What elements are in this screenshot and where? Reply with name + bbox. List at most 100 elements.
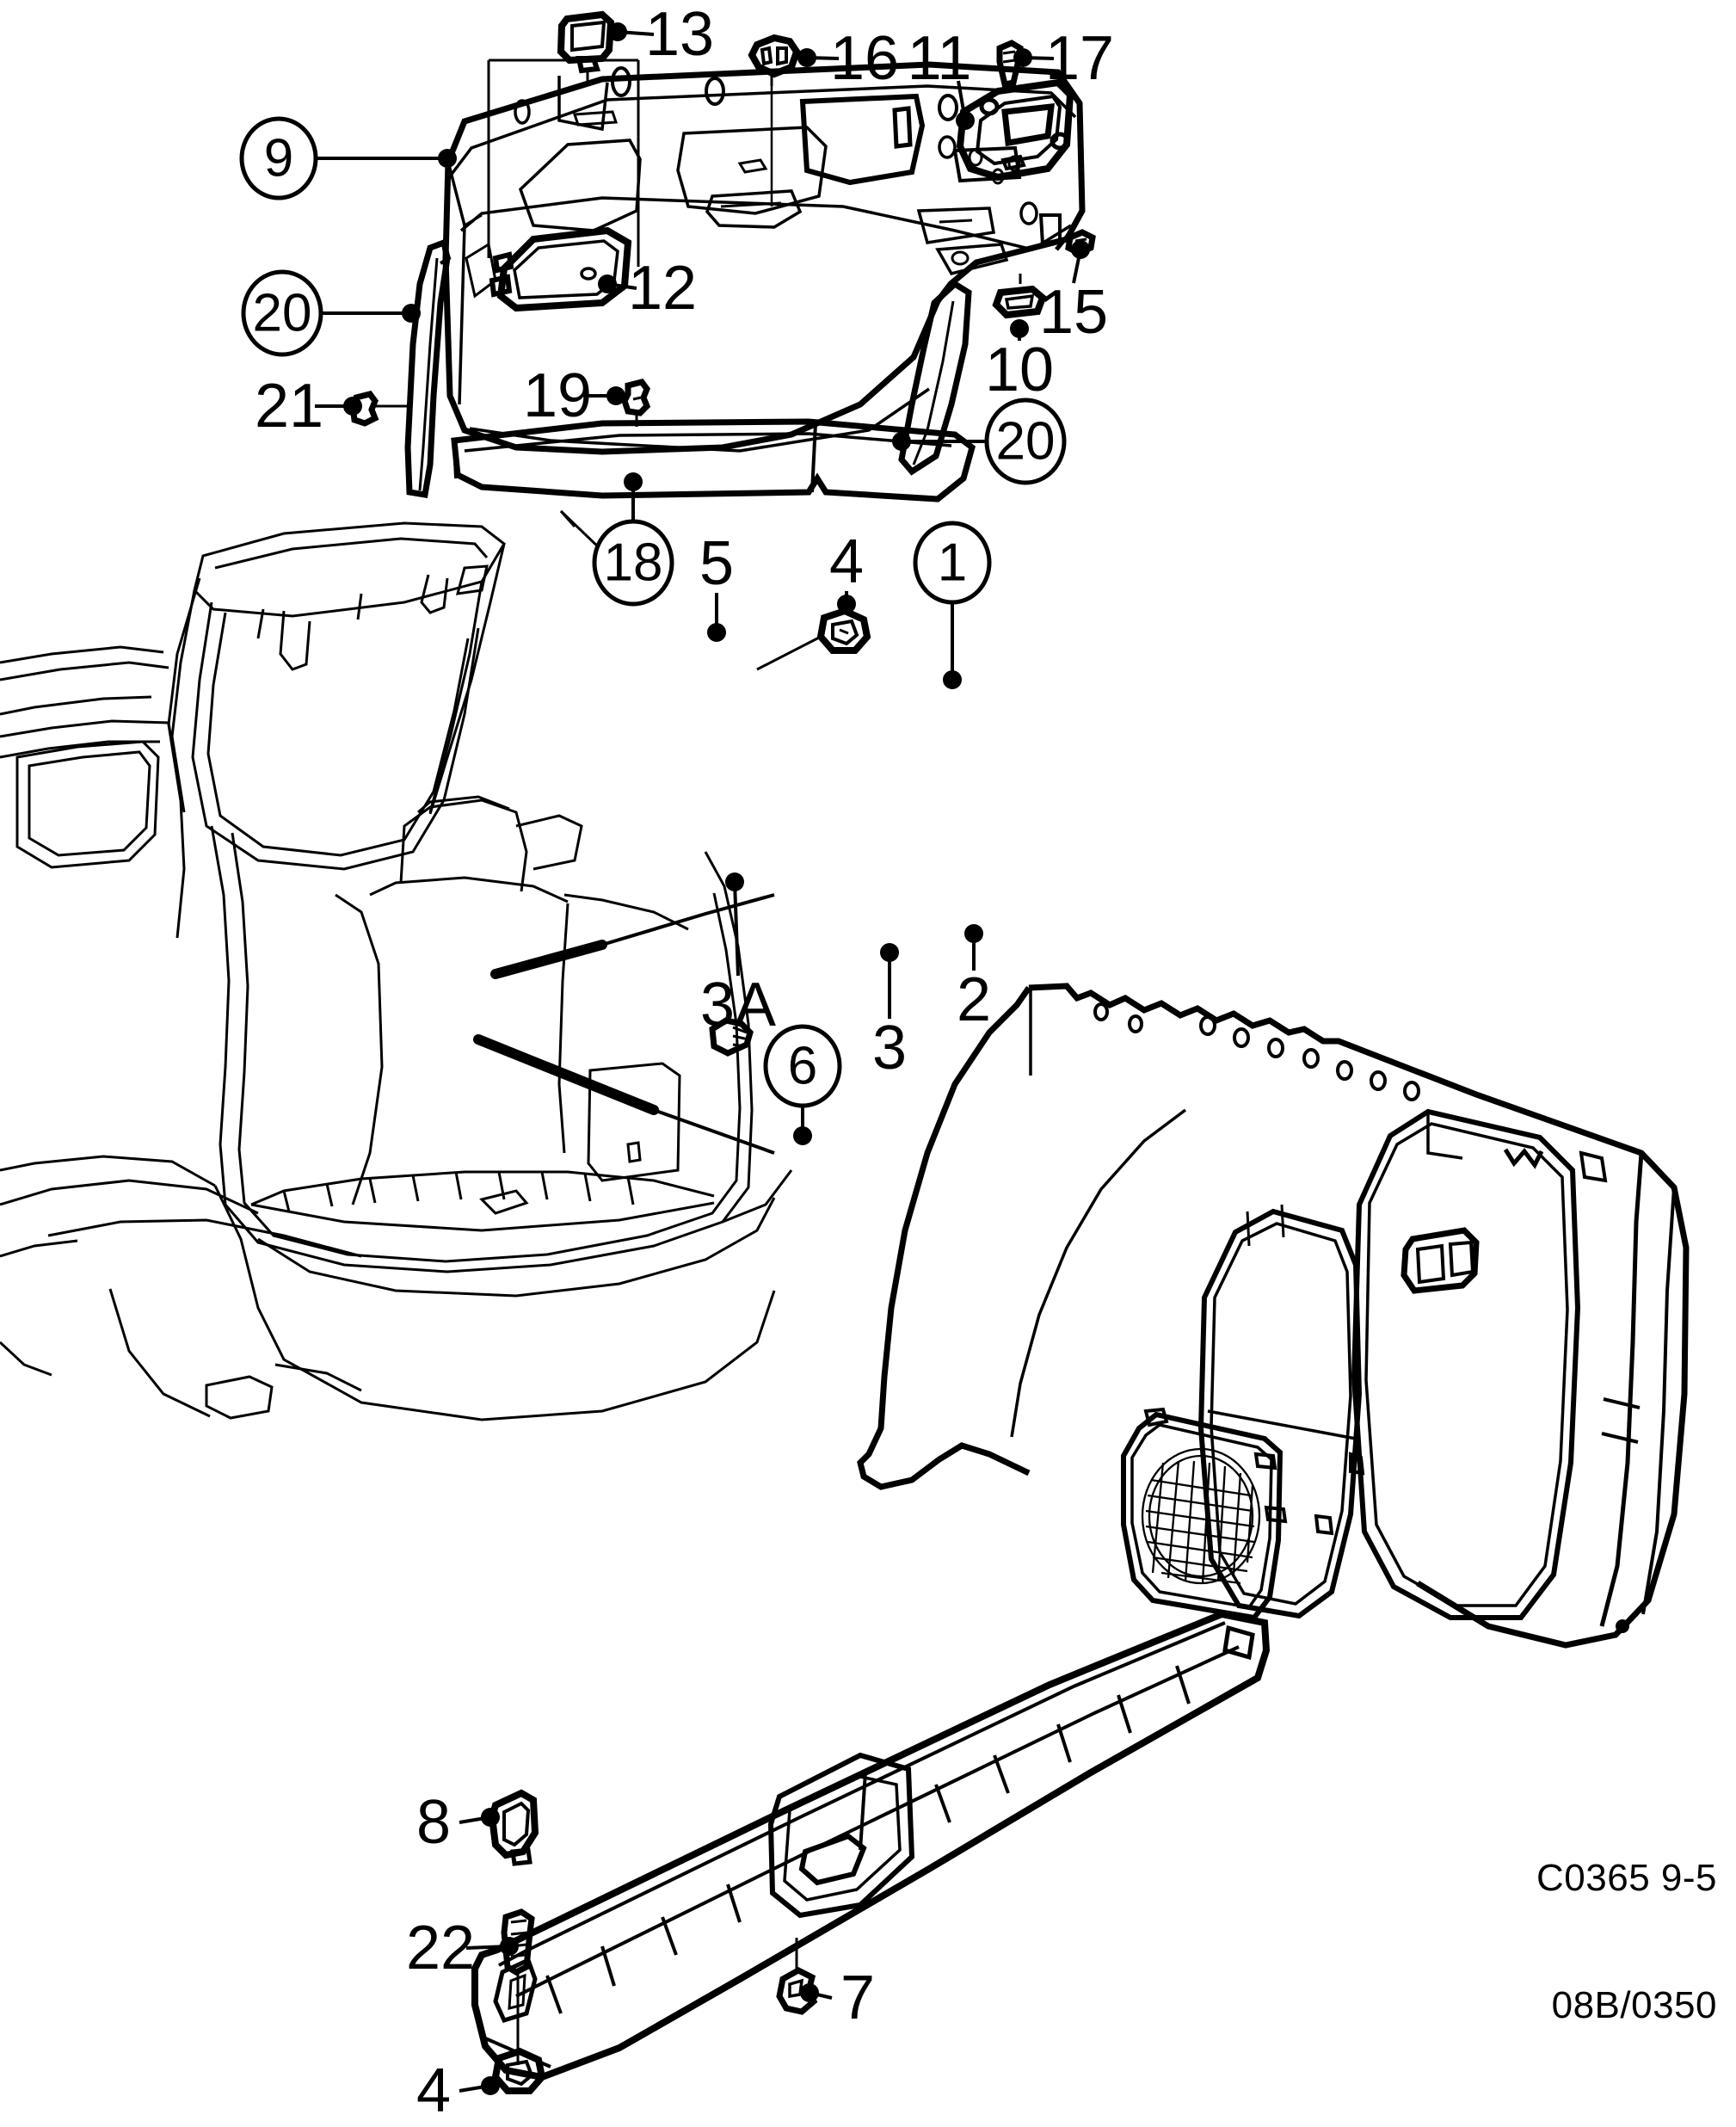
leader-line	[733, 881, 740, 977]
callout-label: 20	[996, 412, 1056, 472]
footer-drawing-number: C0365 9-5	[1536, 1857, 1717, 1900]
leader-dot	[725, 872, 744, 891]
part-screw-22	[501, 1908, 535, 2065]
callout-11[interactable]: 11	[908, 24, 975, 130]
callout-17[interactable]: 17	[1013, 24, 1114, 93]
footer-section-number: 08B/0350	[1551, 1984, 1717, 2027]
callout-label: 2	[957, 965, 991, 1034]
callout-circle	[592, 519, 674, 607]
part-grommet-15	[1065, 229, 1096, 256]
part-tailgate-handle-trim-11	[956, 78, 1074, 182]
callout-6[interactable]: 6	[763, 1024, 842, 1145]
callout-15[interactable]: 15	[1039, 240, 1108, 347]
callout-9[interactable]: 9	[239, 116, 457, 200]
part-screw-5-body	[709, 1017, 754, 1057]
callout-5[interactable]: 5	[699, 529, 734, 642]
leader-dot	[964, 924, 983, 943]
leader-dot	[481, 2076, 500, 2095]
callout-label: 17	[1045, 24, 1114, 93]
callout-1[interactable]: 1	[913, 521, 992, 689]
callout-circle	[763, 1024, 842, 1108]
leader-dot	[1071, 240, 1090, 259]
callout-16[interactable]: 16	[797, 24, 899, 93]
callout-label: 9	[264, 129, 293, 188]
part-speaker-grille-cover	[1121, 1407, 1288, 1621]
callout-19[interactable]: 19	[523, 361, 625, 430]
part-tailgate-side-trim-left	[404, 238, 452, 499]
callout-label: 7	[840, 1964, 875, 2032]
part-clip-19	[621, 379, 651, 427]
part-rear-quarter-trim-panel	[857, 983, 1690, 1649]
callout-circle	[913, 521, 992, 605]
leader-dot	[438, 149, 457, 168]
callout-label: 10	[985, 336, 1054, 404]
callout-label: 4	[416, 2056, 451, 2125]
leader-dot	[606, 386, 625, 405]
callout-label: 12	[628, 254, 697, 323]
callout-12[interactable]: 12	[598, 254, 697, 323]
part-access-cover-12	[489, 226, 632, 312]
callout-label: 6	[788, 1037, 817, 1096]
leader-18-to-panel	[559, 509, 604, 552]
leader-dot	[793, 1126, 812, 1145]
callout-label: 3A	[700, 971, 776, 1039]
speaker-mesh	[1141, 1447, 1261, 1585]
callout-label: 8	[416, 1788, 451, 1857]
callout-label: 5	[699, 529, 734, 598]
drawing-footer: C0365 9-5 08B/0350	[1536, 1772, 1717, 2112]
leader-dot	[598, 274, 617, 293]
callout-20[interactable]: 20	[241, 269, 421, 357]
leader-dot	[608, 22, 627, 41]
leader-dot	[956, 111, 975, 130]
callout-4[interactable]: 4	[829, 527, 864, 613]
part-tailgate-side-trim-right	[898, 280, 972, 476]
part-plug-10	[992, 274, 1047, 319]
leaders-into-vehicle	[473, 893, 775, 1155]
callout-10[interactable]: 10	[985, 319, 1054, 404]
leader-dot	[1010, 319, 1029, 338]
callout-label: 13	[645, 0, 714, 69]
callout-label: 21	[255, 372, 323, 441]
callout-8[interactable]: 8	[416, 1788, 500, 1857]
callout-label: 15	[1039, 278, 1108, 347]
callout-18[interactable]: 18	[592, 472, 674, 607]
part-expansion-nut-4-upper	[756, 607, 871, 671]
vehicle-rear-illustration	[0, 521, 793, 1421]
leader-dot	[892, 432, 911, 451]
part-tailgate-lower-trim-panel	[451, 418, 976, 502]
callout-20[interactable]: 20	[892, 398, 1067, 485]
callout-21[interactable]: 21	[255, 372, 362, 441]
callout-label: 1	[938, 533, 967, 593]
callout-circle	[984, 398, 1067, 485]
callout-label: 22	[406, 1914, 475, 1982]
callout-7[interactable]: 7	[800, 1964, 875, 2032]
callout-3a[interactable]: 3A	[700, 872, 776, 1039]
leader-dot	[800, 1983, 819, 2002]
callout-2[interactable]: 2	[957, 924, 991, 1034]
callout-3[interactable]: 3	[872, 943, 907, 1082]
callout-label: 11	[908, 24, 972, 93]
leader-dot	[880, 943, 899, 962]
part-clip-7	[776, 1938, 818, 2015]
callout-22[interactable]: 22	[406, 1914, 519, 1982]
leader-dot	[797, 48, 816, 67]
part-retaining-clip-16	[748, 34, 801, 207]
callout-label: 16	[830, 24, 899, 93]
leader-dot	[343, 397, 362, 416]
callout-label: 3	[872, 1014, 907, 1082]
leader-dot	[1013, 48, 1032, 67]
callout-13[interactable]: 13	[608, 0, 714, 69]
leader-dot	[402, 304, 421, 323]
leader-dot	[624, 472, 643, 491]
part-cover-cap-8	[488, 1789, 539, 1866]
part-cap-clip-13	[557, 10, 615, 83]
leader-dot	[500, 1937, 519, 1956]
callout-label: 18	[604, 533, 663, 593]
part-screw-17	[996, 40, 1024, 89]
part-expansion-nut-4-lower	[491, 2047, 546, 2094]
leader-dot	[481, 1808, 500, 1827]
callout-4[interactable]: 4	[416, 2056, 500, 2125]
